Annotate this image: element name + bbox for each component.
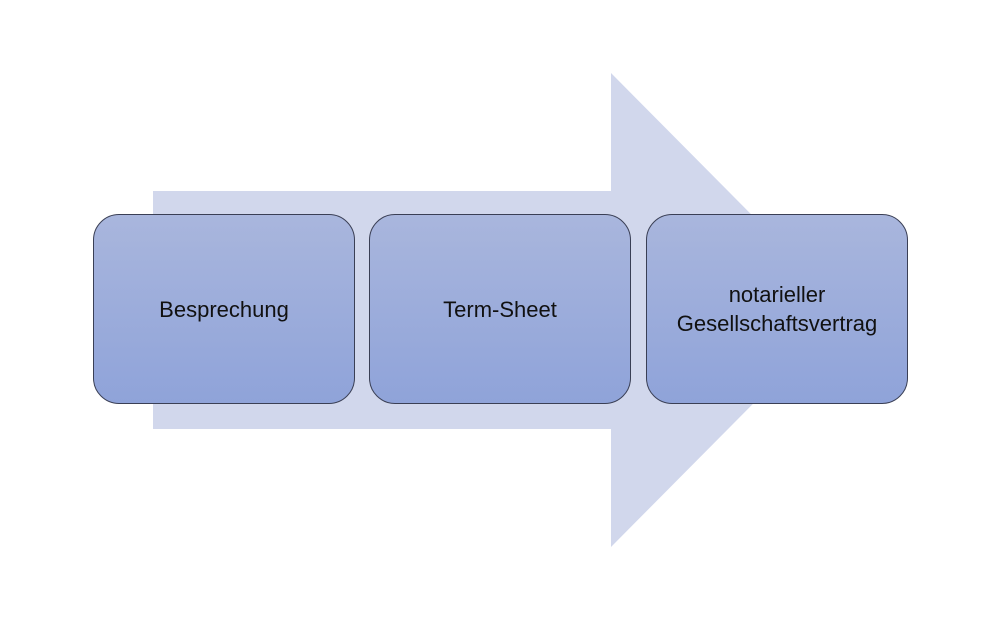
step-box-term-sheet: Term-Sheet [369,214,631,404]
step-label: Term-Sheet [433,295,567,324]
step-label-line: Gesellschaftsvertrag [676,311,878,336]
step-box-besprechung: Besprechung [93,214,355,404]
step-box-gesellschaftsvertrag: notarieller Gesellschaftsvertrag [646,214,908,404]
step-label-line: Term-Sheet [443,296,557,322]
step-label-line: Besprechung [159,296,289,322]
step-label: notarieller Gesellschaftsvertrag [667,280,888,338]
step-label: Besprechung [149,295,299,324]
step-label-line: notarieller [728,282,826,307]
